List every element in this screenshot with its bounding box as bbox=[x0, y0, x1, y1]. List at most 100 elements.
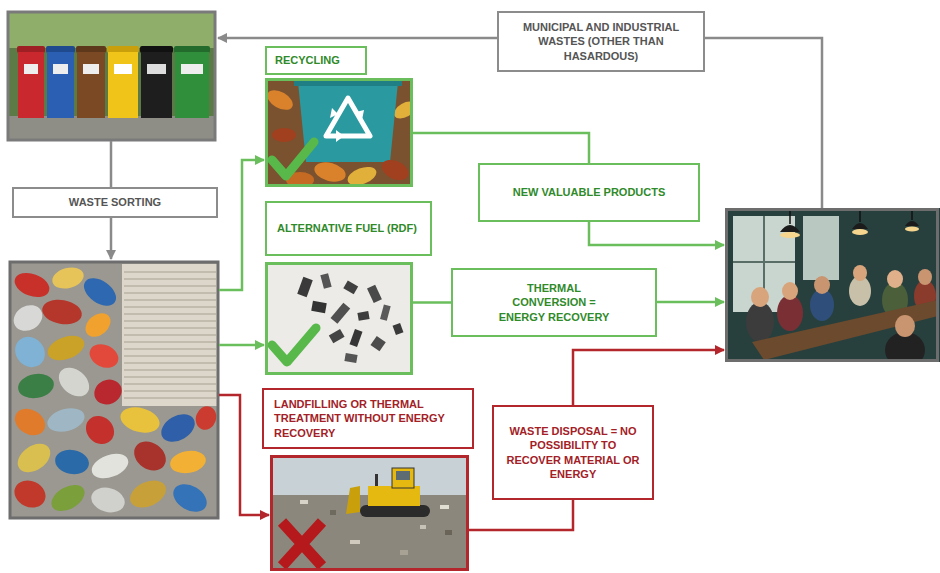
recycling-photo bbox=[379, 156, 412, 184]
landfill-photo bbox=[368, 486, 420, 506]
recycling-bins-photo bbox=[83, 64, 99, 74]
waste-pile-photo bbox=[168, 448, 207, 476]
process-box: THERMAL CONVERSION = ENERGY RECOVERY bbox=[451, 268, 657, 337]
flow-line bbox=[219, 344, 264, 347]
waste-pile-photo bbox=[126, 475, 171, 513]
waste-pile-photo bbox=[9, 262, 220, 518]
recycling-bins-photo bbox=[53, 64, 68, 74]
photo-panel: ALTERNATIVE FUEL (RDF) bbox=[265, 201, 432, 375]
waste-pile-photo bbox=[10, 262, 218, 518]
flow-line bbox=[218, 37, 497, 40]
recycling-bins-photo bbox=[147, 64, 166, 74]
people-restaurant-photo bbox=[814, 276, 830, 294]
landfill-photo bbox=[270, 495, 469, 571]
people-restaurant-photo bbox=[782, 282, 798, 300]
rdf-pellets-photo bbox=[331, 303, 351, 324]
process-box: NEW VALUABLE PRODUCTS bbox=[478, 163, 700, 222]
process-box: WASTE SORTING bbox=[12, 187, 218, 218]
waste-pile-photo bbox=[53, 362, 94, 402]
label-text: RECYCLING bbox=[275, 53, 357, 67]
waste-pile-photo bbox=[80, 410, 120, 450]
people-restaurant-photo bbox=[905, 227, 919, 232]
flow-connector bbox=[413, 301, 451, 304]
people-restaurant-photo bbox=[725, 208, 940, 362]
recycling-bins-photo bbox=[174, 46, 210, 53]
recycling-bins-photo bbox=[24, 64, 38, 74]
rdf-pellets-photo bbox=[311, 301, 327, 313]
process-box: MUNICIPAL AND INDUSTRIAL WASTES (OTHER T… bbox=[497, 11, 705, 72]
waste-pile-photo bbox=[88, 449, 131, 483]
recycling-photo bbox=[265, 78, 413, 187]
rdf-pellets-photo bbox=[297, 277, 313, 297]
landfill-photo bbox=[300, 500, 308, 504]
rdf-pellets-photo bbox=[350, 329, 363, 347]
recycling-photo bbox=[326, 98, 370, 136]
landfill-photo bbox=[396, 471, 410, 480]
waste-pile-photo bbox=[10, 331, 51, 374]
flow-connector bbox=[413, 133, 589, 163]
rdf-pellets-photo bbox=[320, 273, 331, 289]
people-restaurant-photo bbox=[780, 225, 800, 232]
photo-frame bbox=[265, 262, 413, 375]
rdf-pellets-photo bbox=[357, 311, 369, 321]
flow-line bbox=[110, 218, 113, 259]
recycling-photo bbox=[312, 159, 348, 185]
waste-pile-photo bbox=[86, 340, 122, 373]
rdf-pellets-photo bbox=[367, 285, 382, 303]
waste-pile-photo bbox=[192, 403, 218, 432]
flow-line bbox=[110, 141, 113, 187]
photo-frame bbox=[265, 78, 413, 187]
rdf-pellets-photo bbox=[343, 281, 358, 295]
recycling-bins-photo bbox=[108, 52, 138, 118]
waste-pile-photo bbox=[50, 264, 86, 292]
flow-line bbox=[219, 160, 264, 290]
rdf-pellets-photo bbox=[265, 262, 413, 375]
waste-pile-photo bbox=[10, 262, 218, 518]
rdf-pellets-photo bbox=[272, 328, 316, 362]
people-restaurant-photo bbox=[727, 210, 938, 361]
waste-pile-photo bbox=[129, 436, 172, 477]
label-box: ALTERNATIVE FUEL (RDF) bbox=[265, 201, 432, 256]
waste-pile-photo bbox=[122, 264, 218, 406]
recycling-bins-photo bbox=[8, 12, 215, 140]
rdf-pellets-photo bbox=[329, 329, 345, 343]
photo-frame bbox=[270, 455, 469, 571]
process-box: WASTE DISPOSAL = NO POSSIBILITY TO RECOV… bbox=[492, 405, 654, 500]
waste-pile-photo bbox=[88, 484, 127, 516]
waste-pile-photo bbox=[168, 479, 211, 518]
waste-pile-photo bbox=[12, 438, 55, 478]
recycling-bins-photo bbox=[114, 64, 132, 74]
people-restaurant-photo bbox=[887, 270, 903, 288]
recycling-photo bbox=[272, 128, 296, 142]
waste-pile-photo bbox=[40, 297, 84, 328]
box-text: WASTE DISPOSAL = NO POSSIBILITY TO RECOV… bbox=[504, 424, 642, 481]
recycling-bins-photo bbox=[140, 46, 173, 53]
waste-pile-photo bbox=[11, 269, 52, 302]
landfill-photo bbox=[400, 550, 408, 555]
recycling-bins-photo bbox=[17, 46, 45, 53]
waste-pile-photo bbox=[81, 308, 115, 341]
recycling-bins-photo bbox=[77, 52, 105, 118]
recycling-bins-photo bbox=[141, 52, 172, 118]
people-restaurant-photo bbox=[852, 229, 868, 235]
people-restaurant-photo bbox=[895, 315, 915, 337]
landfill-photo bbox=[445, 530, 452, 535]
recycling-photo bbox=[272, 142, 314, 176]
people-restaurant-photo bbox=[780, 232, 800, 238]
waste-pile-photo bbox=[53, 447, 91, 477]
recycling-bins-photo bbox=[18, 52, 44, 118]
rdf-pellets-photo bbox=[370, 336, 385, 351]
recycling-photo bbox=[345, 163, 379, 187]
rdf-pellets-photo bbox=[393, 323, 404, 335]
waste-pile-photo bbox=[10, 404, 50, 441]
people-restaurant-photo bbox=[853, 265, 867, 281]
recycling-bins-photo bbox=[107, 46, 139, 53]
box-text: WASTE SORTING bbox=[22, 195, 208, 209]
flow-connector bbox=[469, 500, 573, 530]
recycling-photo bbox=[330, 108, 364, 142]
recycling-bins-photo bbox=[8, 116, 215, 140]
recycling-bins-photo bbox=[47, 52, 74, 118]
people-restaurant-photo bbox=[777, 295, 803, 331]
